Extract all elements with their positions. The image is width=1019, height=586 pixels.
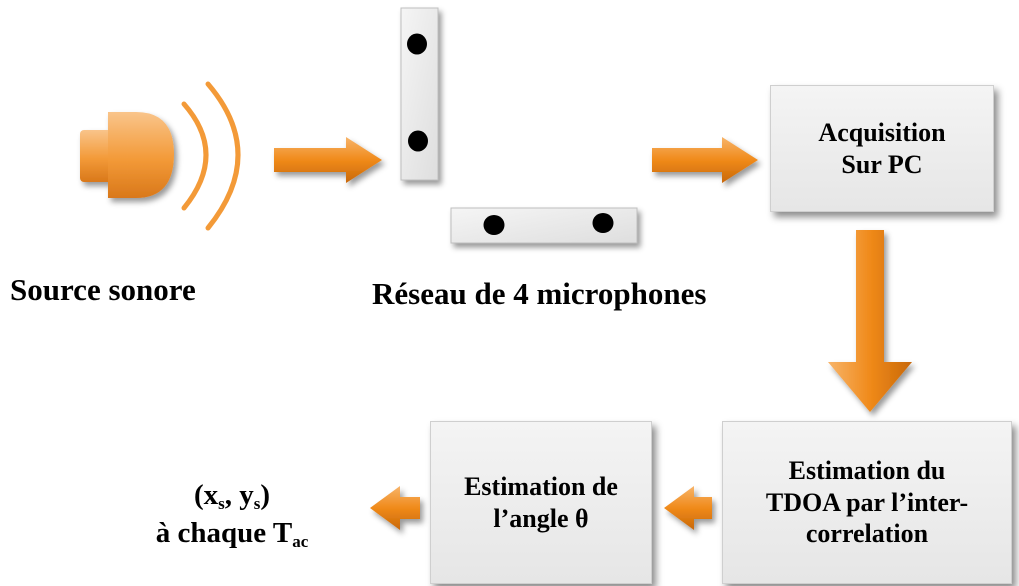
mic-bar-vertical — [400, 7, 439, 181]
microphone-4 — [592, 213, 614, 233]
arrow-acquisition-to-tdoa — [828, 230, 912, 412]
tdoa-line1: Estimation du — [788, 455, 946, 485]
result-coordinates: (xs, ys) — [193, 479, 271, 513]
arrow-array-to-acquisition — [652, 137, 758, 183]
microphone-1 — [407, 33, 427, 55]
arrow-angle-to-result — [370, 486, 420, 530]
angle-line2: l’angle θ — [493, 503, 589, 533]
tdoa-estimation-box: Estimation du TDOA par l’inter- correlat… — [722, 421, 1012, 584]
acquisition-line1: Acquisition — [818, 117, 946, 147]
mic-bar-horizontal — [450, 207, 638, 244]
result-position-label: (xs, ys) à chaque Tac — [92, 477, 372, 553]
angle-estimation-box: Estimation de l’angle θ — [430, 421, 652, 584]
arrow-tdoa-to-angle — [664, 486, 712, 530]
angle-line1: Estimation de — [464, 471, 618, 501]
speaker-icon — [80, 112, 174, 198]
acquisition-line2: Sur PC — [841, 149, 923, 179]
tdoa-line3: correlation — [805, 519, 929, 549]
sound-waves-icon — [181, 81, 241, 231]
arrow-source-to-array — [274, 137, 382, 183]
source-label: Source sonore — [10, 272, 196, 307]
tdoa-line2: TDOA par l’inter- — [765, 487, 969, 517]
microphone-2 — [408, 130, 428, 152]
result-sampling-time: à chaque Tac — [155, 516, 309, 551]
acquisition-box: Acquisition Sur PC — [770, 85, 994, 212]
mic-array-label: Réseau de 4 microphones — [372, 276, 707, 311]
microphone-3 — [483, 215, 505, 235]
